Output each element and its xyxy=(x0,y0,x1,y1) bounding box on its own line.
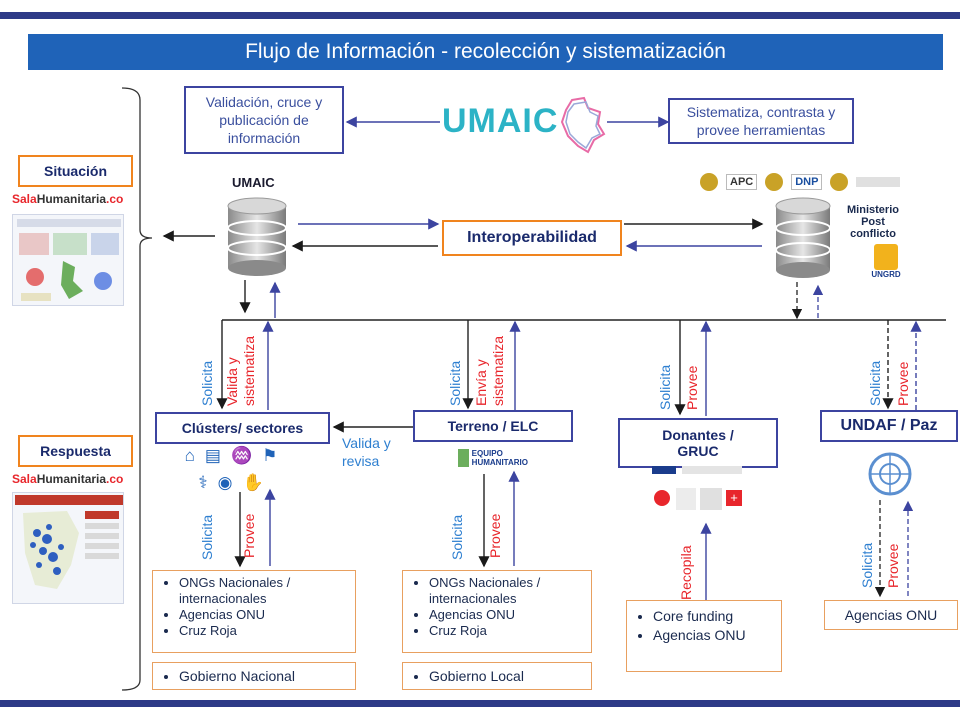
solicita-label: Solicita xyxy=(447,360,463,406)
gobierno-nacional-box: Gobierno Nacional xyxy=(152,662,356,690)
community-icon: ✋ xyxy=(242,473,264,492)
list-item: Agencias ONU xyxy=(429,607,591,623)
solicita-label: Solicita xyxy=(199,514,215,560)
colombia-shield-icon xyxy=(700,173,718,191)
sector-icons: ⌂ ▤ ♒ ⚑ ⚕ ◉ ✋ xyxy=(176,446,286,496)
donor-logos: + xyxy=(652,466,748,518)
validation-box: Validación, cruce y publicación de infor… xyxy=(184,86,344,154)
gov-database-icon xyxy=(775,197,831,278)
ministerio-label: Ministerio Post conflicto xyxy=(847,204,899,240)
colombia-shield-icon xyxy=(830,173,849,191)
protection-icon: ⚑ xyxy=(262,446,278,465)
health-icon: ⚕ xyxy=(198,473,208,492)
water-icon: ♒ xyxy=(230,446,253,465)
list-item: Cruz Roja xyxy=(429,623,591,639)
top-border-bar xyxy=(0,12,960,19)
provee-label: Provee xyxy=(684,365,700,410)
umaic-db-label: UMAIC xyxy=(232,175,275,190)
list-item: Agencias ONU xyxy=(653,626,781,645)
equipo-humanitario-logo: EQUIPO HUMANITARIO xyxy=(458,446,540,470)
un-emblem-icon xyxy=(868,452,912,496)
provee-label: Provee xyxy=(895,361,911,406)
clusters-box: Clústers/ sectores xyxy=(155,412,330,444)
undaf-box: UNDAF / Paz xyxy=(820,410,958,442)
response-map-thumbnail xyxy=(12,492,124,604)
list-item: ONGs Nacionales / internacionales xyxy=(429,575,591,607)
umaic-database-icon xyxy=(227,197,287,276)
gobierno-local-box: Gobierno Local xyxy=(402,662,592,690)
solicita-label: Solicita xyxy=(867,360,883,406)
education-icon: ▤ xyxy=(204,446,221,465)
donor-funding-box: Core funding Agencias ONU xyxy=(626,600,782,672)
situation-report-thumbnail xyxy=(12,214,124,306)
actors-list-clusters: ONGs Nacionales / internacionales Agenci… xyxy=(152,570,356,653)
valida-revisa-label: Valida y revisa xyxy=(342,435,391,469)
apc-logo: APC xyxy=(726,174,758,190)
shelter-icon: ⌂ xyxy=(184,446,195,465)
agencias-onu-box: Agencias ONU xyxy=(824,600,958,630)
situacion-label: Situación xyxy=(18,155,133,187)
solicita-label: Solicita xyxy=(657,364,673,410)
valida-sistematiza-label: Valida y sistematiza xyxy=(224,335,257,406)
list-item: Gobierno Nacional xyxy=(179,668,355,684)
colombia-shield-icon xyxy=(765,173,784,191)
colombia-map-icon xyxy=(560,96,606,154)
provee-label: Provee xyxy=(885,543,901,588)
recopila-label: Recopila xyxy=(678,545,694,600)
envia-sistematiza-label: Envía y sistematiza xyxy=(473,335,506,406)
actors-list-terreno: ONGs Nacionales / internacionales Agenci… xyxy=(402,570,592,653)
provee-label: Provee xyxy=(487,513,503,558)
sala-humanitaria-logo-bottom: SalaHumanitaria.co xyxy=(12,472,124,486)
list-item: Gobierno Local xyxy=(429,668,591,684)
food-icon: ◉ xyxy=(217,473,233,492)
solicita-label: Solicita xyxy=(449,514,465,560)
umaic-logo: UMAIC xyxy=(442,96,610,154)
interoperabilidad-box: Interoperabilidad xyxy=(442,220,622,256)
donantes-box: Donantes / GRUC xyxy=(618,418,778,468)
list-item: Cruz Roja xyxy=(179,623,355,639)
dnp-logo: DNP xyxy=(791,174,823,190)
unidad-victimas-logo xyxy=(856,177,901,187)
provee-label: Provee xyxy=(241,513,257,558)
solicita-label: Solicita xyxy=(199,360,215,406)
sala-humanitaria-logo-top: SalaHumanitaria.co xyxy=(12,192,124,206)
respuesta-label: Respuesta xyxy=(18,435,133,467)
solicita-label: Solicita xyxy=(859,542,875,588)
terreno-box: Terreno / ELC xyxy=(413,410,573,442)
government-logos-row: APC DNP xyxy=(700,170,940,194)
list-item: ONGs Nacionales / internacionales xyxy=(179,575,355,607)
sistematiza-box: Sistematiza, contrasta y provee herramie… xyxy=(668,98,854,144)
list-item: Agencias ONU xyxy=(179,607,355,623)
slide-title: Flujo de Información - recolección y sis… xyxy=(28,34,943,70)
list-item: Core funding xyxy=(653,607,781,626)
ungrd-logo: UNGRD xyxy=(866,244,906,286)
bottom-border-bar xyxy=(0,700,960,707)
